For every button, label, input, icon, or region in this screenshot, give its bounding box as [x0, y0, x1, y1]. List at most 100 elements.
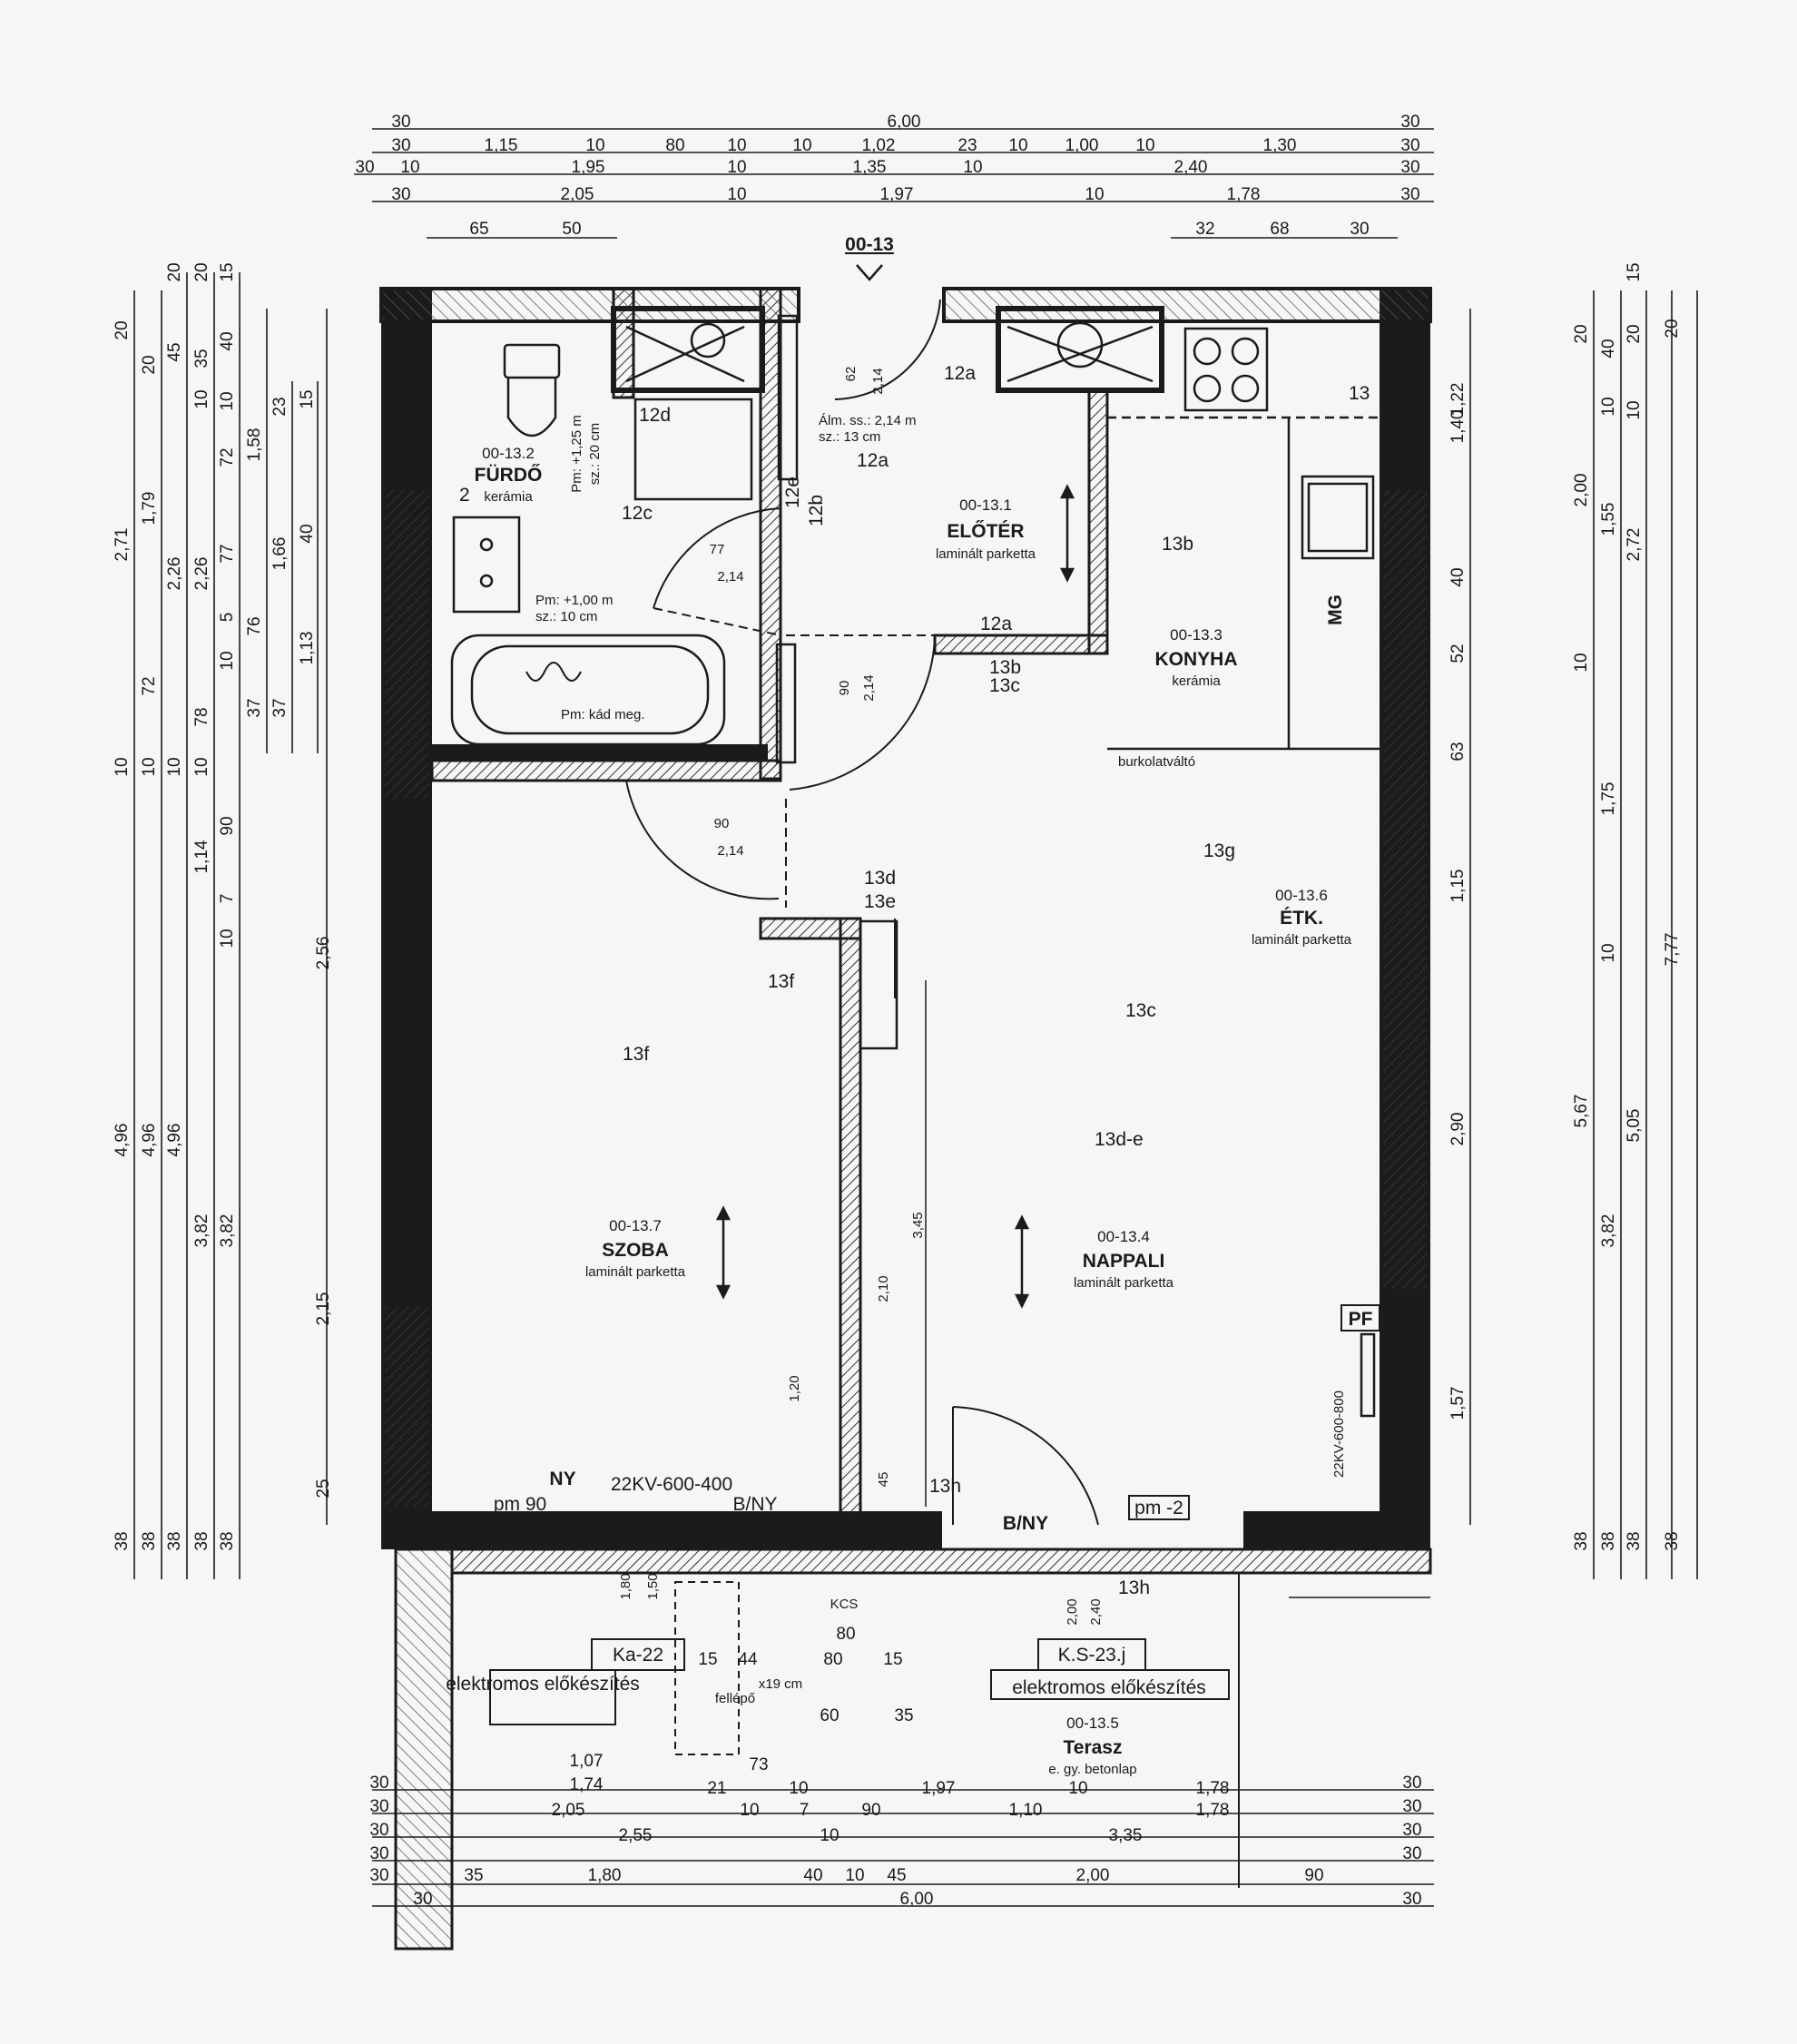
plan-label: 12c: [622, 503, 653, 524]
wardrobe: [859, 919, 898, 1050]
plan-label: 44: [738, 1650, 758, 1669]
plan-label: 00-13.7: [609, 1217, 662, 1234]
plan-label: 20: [113, 320, 132, 339]
plan-label: 2,15: [314, 1292, 333, 1326]
plan-label: 7,77: [1663, 933, 1682, 967]
plan-label: SZOBA: [602, 1240, 669, 1261]
plan-label: 45: [887, 1866, 906, 1885]
plan-label: KONYHA: [1154, 649, 1237, 670]
plan-label: 2,05: [561, 185, 594, 204]
plan-label: 13c: [1125, 1000, 1156, 1021]
plan-label: 1,07: [570, 1752, 604, 1771]
plan-label: 00-13.6: [1275, 887, 1328, 904]
room-etk: 00-13.6 ÉTK. laminált parketta: [1252, 887, 1352, 948]
plan-label: 20: [165, 262, 184, 281]
plan-label: 62: [843, 367, 859, 382]
plan-label: ELŐTÉR: [947, 521, 1024, 542]
plan-label: 00-13.4: [1097, 1228, 1150, 1245]
dims-top: 30 6,00 30 30 1,15 10 80 10 10 1,02 23 1…: [355, 113, 1419, 239]
plan-label: 12a: [980, 614, 1012, 634]
plan-label: 10: [1625, 400, 1644, 419]
plan-label: 10: [727, 136, 746, 155]
plan-label: 38: [192, 1531, 211, 1550]
plan-label: 10: [1599, 943, 1618, 962]
plan-label: 4,96: [113, 1124, 132, 1157]
plan-label: 10: [845, 1866, 864, 1885]
ks23-box: K.S-23.j: [1037, 1638, 1146, 1671]
plan-label: 10: [740, 1801, 759, 1820]
plan-label: 12b: [806, 495, 827, 526]
plan-label: 13g: [1203, 840, 1235, 861]
plan-label: 2,40: [1088, 1598, 1104, 1625]
dimension-lines: [133, 128, 1698, 1907]
plan-label: 13c: [989, 675, 1020, 696]
plan-label: 10: [1135, 136, 1154, 155]
plan-label: 13d: [864, 868, 896, 889]
fixtures: [450, 314, 1380, 1418]
plan-label: 30: [369, 1774, 388, 1793]
swing-arrows: [715, 484, 1075, 1309]
plan-label: 15: [1625, 262, 1644, 281]
section-marker: 00-13: [845, 234, 894, 281]
plan-label: 15: [298, 389, 317, 408]
terrace: [394, 1548, 1432, 1951]
plan-label: 1,58: [245, 428, 264, 462]
plan-label: 22KV-600-400: [611, 1474, 732, 1495]
plan-label: 4,96: [140, 1124, 159, 1157]
plan-label: 38: [1572, 1531, 1591, 1550]
plan-label: 10: [113, 757, 132, 776]
plan-label: 1,74: [570, 1775, 604, 1794]
plan-label: 72: [140, 676, 159, 695]
plan-label: 50: [562, 220, 581, 239]
plan-label: 40: [1599, 339, 1618, 358]
plan-label: 2,14: [861, 674, 877, 701]
plan-label: sz.: 10 cm: [535, 609, 597, 624]
plan-label: 00-13.1: [959, 496, 1012, 514]
plan-label: 00-13.3: [1170, 626, 1223, 644]
plan-label: 1,78: [1227, 185, 1261, 204]
plan-label: 1,95: [572, 158, 605, 177]
drain-box: [674, 1581, 740, 1755]
plan-label: 3,82: [1599, 1214, 1618, 1248]
plan-label: 35: [192, 349, 211, 368]
window-left-hatch-2: [385, 1307, 428, 1507]
plan-label: 3,82: [218, 1214, 237, 1248]
window-left-hatch: [385, 490, 428, 799]
plan-label: 10: [1008, 136, 1027, 155]
plan-label: 1,30: [1263, 136, 1297, 155]
plan-label: 10: [140, 757, 159, 776]
plan-label: 30: [355, 158, 374, 177]
plan-label: 38: [1663, 1531, 1682, 1550]
plan-label: 2,71: [113, 528, 132, 562]
plan-label: 2,14: [717, 843, 743, 859]
bath-sink: [452, 516, 521, 614]
plan-label: Pm: +1,25 m: [569, 415, 584, 492]
plan-label: 40: [803, 1866, 822, 1885]
plan-label: 1,97: [880, 185, 914, 204]
inner-wall-room-right: [839, 917, 862, 1516]
plan-label: 12d: [639, 405, 671, 426]
plan-label: 2,26: [165, 557, 184, 591]
plan-label: 20: [1625, 324, 1644, 343]
ka22-box: Ka-22: [591, 1638, 685, 1671]
plan-label: 1,55: [1599, 503, 1618, 536]
plan-label: 15: [218, 262, 237, 281]
plan-label: 10: [1068, 1779, 1087, 1798]
plan-label: 37: [245, 698, 264, 717]
dims-right: 1,22 1,40 40 52 63 1,15 2,90 1,57 20 2,0…: [1448, 262, 1682, 1550]
plan-label: MG: [1325, 595, 1346, 625]
plan-label: NAPPALI: [1083, 1251, 1165, 1272]
plan-label: 40: [1448, 567, 1468, 586]
plan-label: 90: [861, 1801, 880, 1820]
plan-label: Pm: +1,00 m: [535, 593, 613, 608]
plan-label: 30: [1402, 1797, 1421, 1816]
window-right-hatch: [1383, 490, 1427, 1289]
plan-label: 30: [1402, 1890, 1421, 1909]
plan-label: 1,13: [298, 632, 317, 665]
plan-label: 13f: [623, 1044, 649, 1065]
plan-label: 5: [218, 613, 237, 623]
plan-label: 13h: [1118, 1577, 1150, 1598]
plan-label: 2,26: [192, 557, 211, 591]
outer-wall-top-left: [379, 287, 800, 323]
plan-label: 13b: [989, 657, 1021, 678]
